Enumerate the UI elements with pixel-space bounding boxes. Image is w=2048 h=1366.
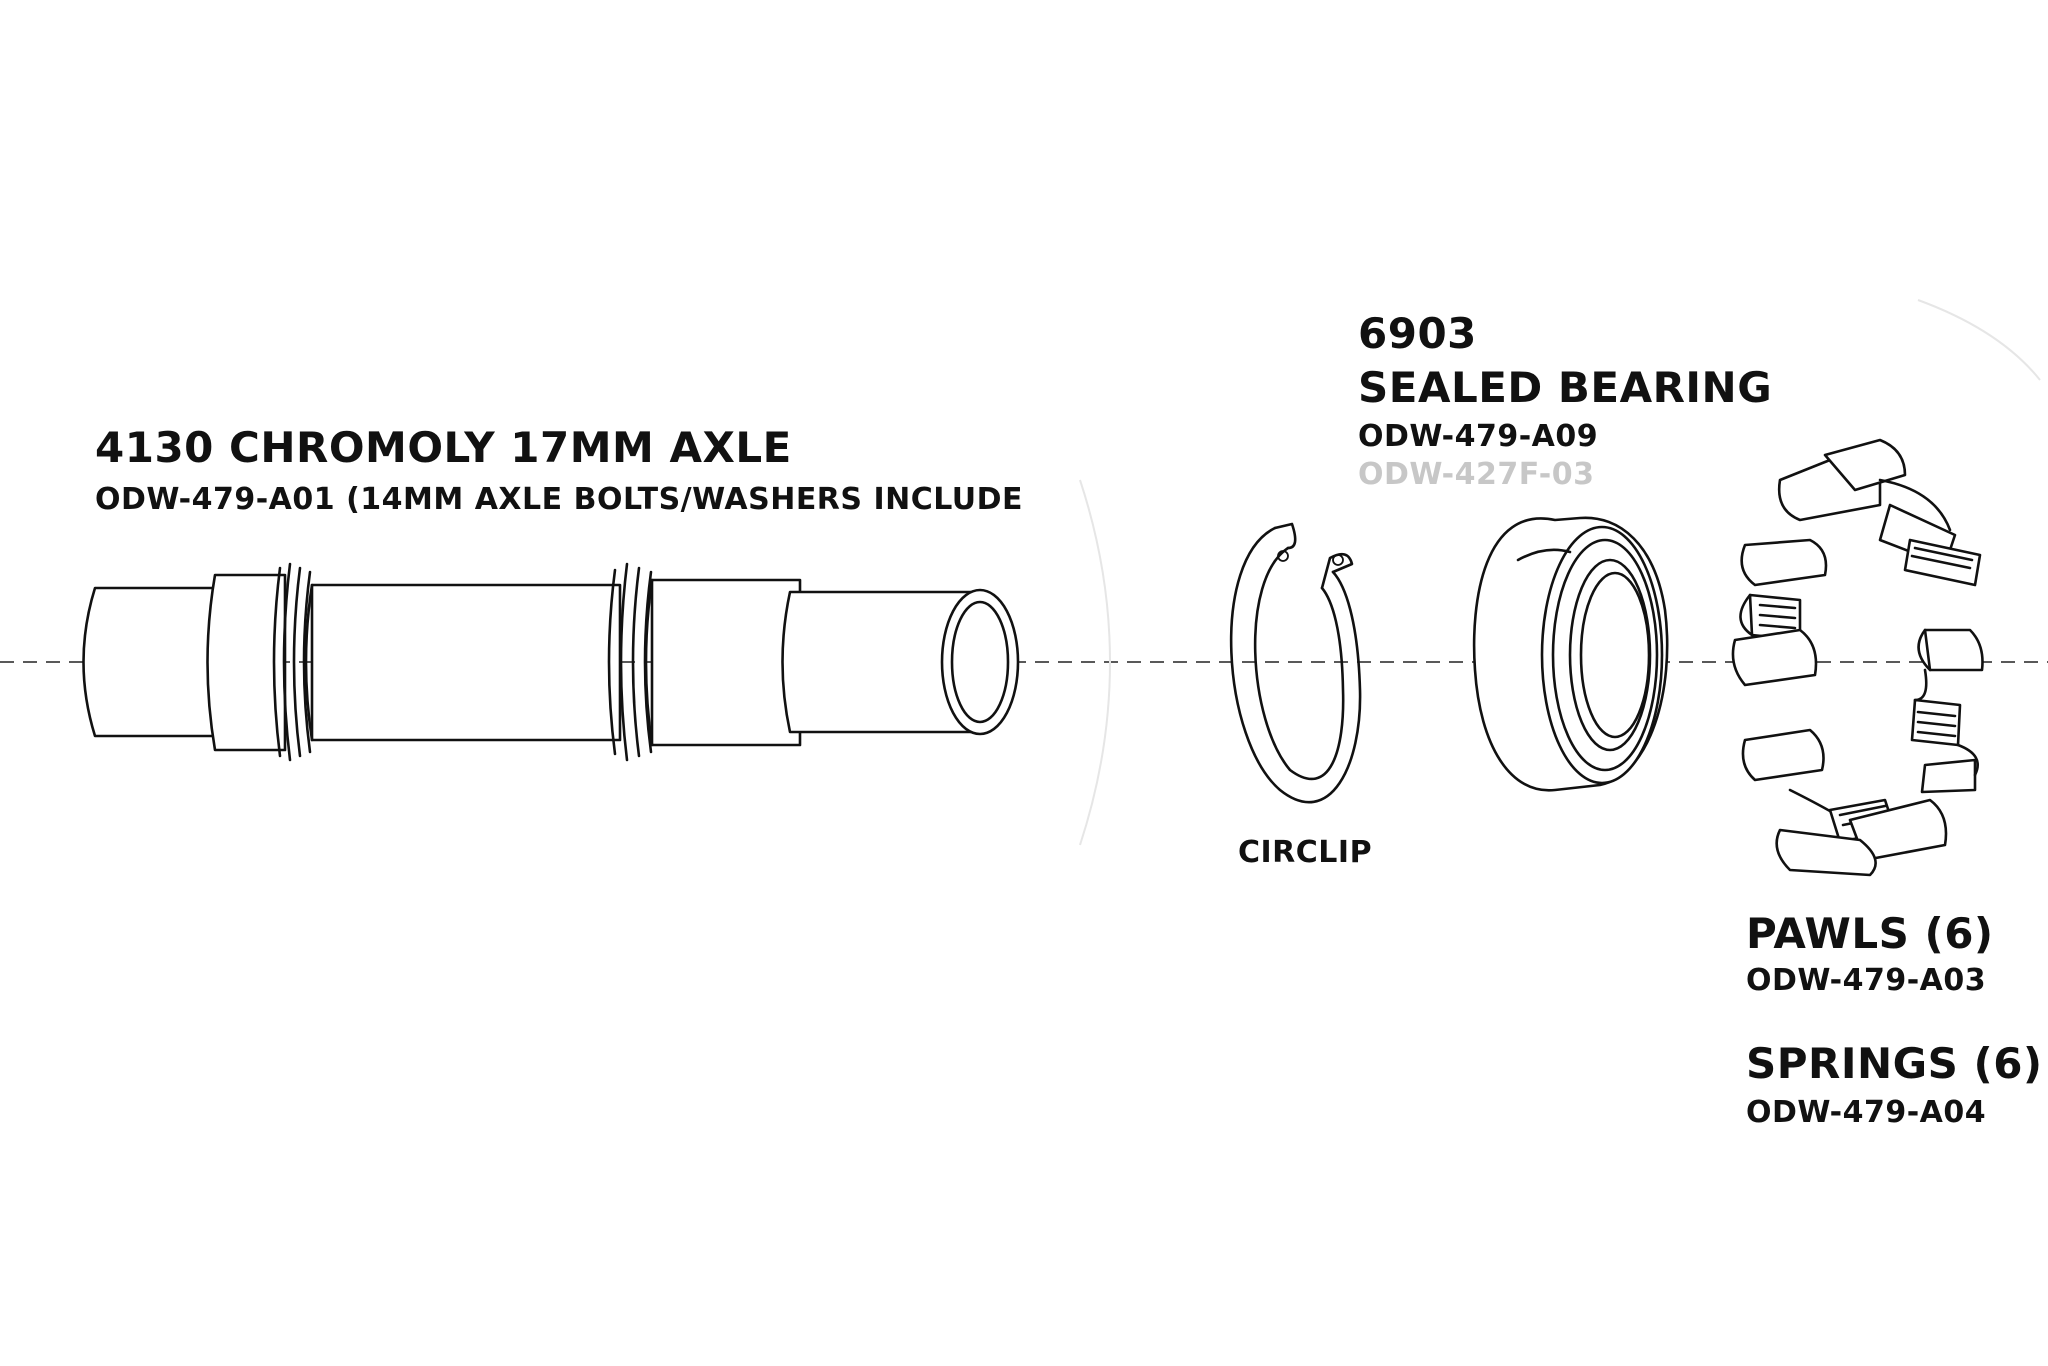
pawls-part-number: ODW-479-A03 [1746,963,1987,998]
springs-title: SPRINGS (6) [1746,1039,2043,1088]
circlip-label: CIRCLIP [1238,835,1373,870]
axle-title: 4130 CHROMOLY 17MM AXLE [95,423,792,472]
circlip-drawing [1229,522,1362,804]
bearing-title: SEALED BEARING [1358,363,1773,412]
faint-arc-outline [1079,299,2041,846]
pawls-and-springs-drawing [1731,438,1984,877]
bearing-model: 6903 [1358,309,1477,358]
axle-drawing [82,562,1020,762]
springs-part-number: ODW-479-A04 [1746,1095,1987,1130]
pawls-title: PAWLS (6) [1746,909,1994,958]
bearing-alt-part-number: ODW-427F-03 [1358,457,1595,492]
bearing-part-number: ODW-479-A09 [1358,419,1599,454]
axle-part-number: ODW-479-A01 (14MM AXLE BOLTS/WASHERS INC… [95,482,1023,517]
sealed-bearing-drawing [1472,516,1669,792]
